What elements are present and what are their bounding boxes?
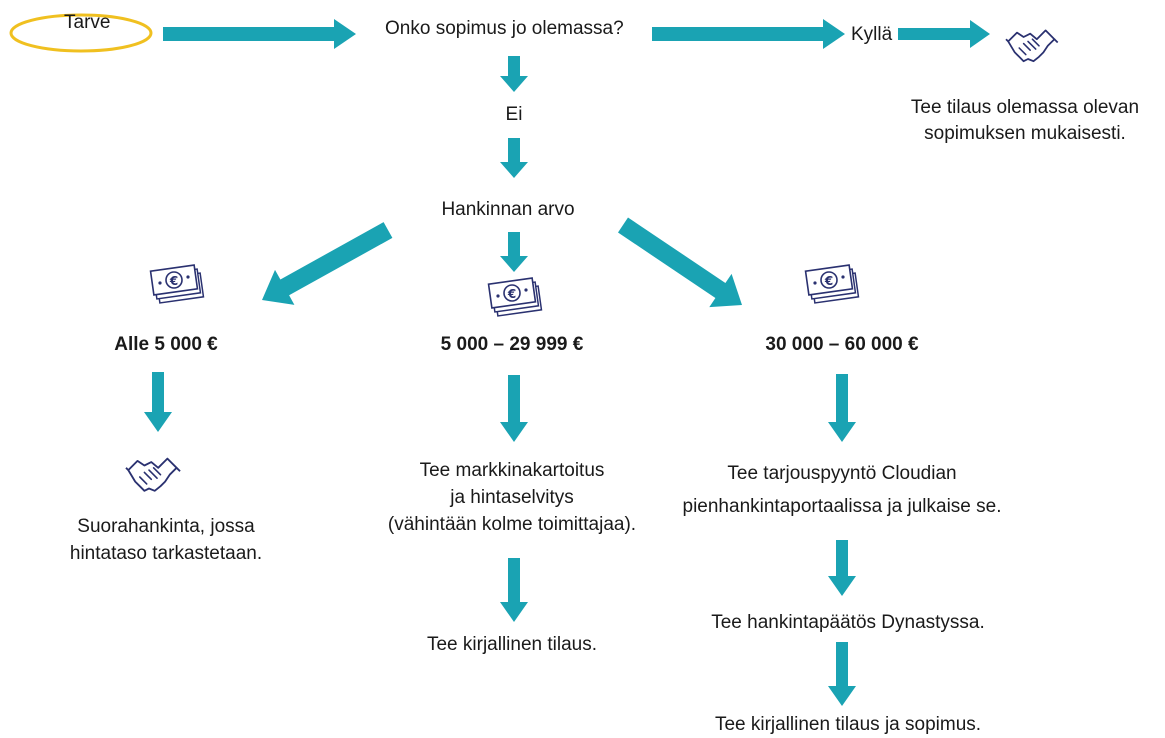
start-ellipse bbox=[9, 13, 153, 53]
tier-3-action-line-1: Tee tarjouspyyntö Cloudian bbox=[727, 463, 957, 484]
arrow-value-to-tier-3 bbox=[618, 217, 742, 308]
tier-2-action-line-1: Tee markkinakartoitus bbox=[419, 460, 605, 481]
tier-1-action-line-1: Suorahankinta, jossa bbox=[77, 516, 255, 537]
handshake-icon bbox=[125, 457, 181, 492]
euro-banknotes-icon bbox=[149, 264, 205, 304]
value-label: Hankinnan arvo bbox=[441, 199, 575, 220]
handshake-icon bbox=[1005, 29, 1059, 63]
arrow-question-to-no bbox=[500, 56, 528, 92]
tier-1-action-line-2: hintataso tarkastetaan. bbox=[69, 543, 263, 564]
no-label: Ei bbox=[505, 104, 523, 125]
arrow-tier-2-to-final bbox=[500, 558, 528, 622]
arrow-value-to-tier-2 bbox=[500, 232, 528, 272]
yes-action-line-2: sopimuksen mukaisesti. bbox=[924, 123, 1126, 144]
tier-2-action-line-3: (vähintään kolme toimittajaa). bbox=[387, 514, 637, 535]
arrow-value-to-tier-1 bbox=[262, 222, 393, 305]
tier-1-amount: Alle 5 000 € bbox=[114, 334, 218, 355]
tier-3-step-3: Tee kirjallinen tilaus ja sopimus. bbox=[714, 714, 982, 735]
tier-3-amount: 30 000 – 60 000 € bbox=[765, 334, 919, 355]
arrow-start-to-question bbox=[163, 19, 356, 49]
tier-2-final: Tee kirjallinen tilaus. bbox=[426, 634, 598, 655]
euro-banknotes-icon bbox=[804, 264, 860, 304]
start-label: Tarve bbox=[64, 12, 111, 33]
tier-3-action-line-2: pienhankintaportaalissa ja julkaise se. bbox=[682, 496, 1002, 517]
tier-2-amount: 5 000 – 29 999 € bbox=[440, 334, 584, 355]
yes-label: Kyllä bbox=[851, 24, 893, 45]
arrow-tier-3-to-step-2 bbox=[828, 540, 856, 596]
arrow-tier-1-down bbox=[144, 372, 172, 432]
arrow-no-to-value bbox=[500, 138, 528, 178]
tier-3-step-2: Tee hankintapäätös Dynastyssa. bbox=[711, 612, 985, 633]
arrow-tier-2-down bbox=[500, 375, 528, 442]
yes-action-line-1: Tee tilaus olemassa olevan bbox=[910, 97, 1140, 118]
arrow-tier-3-to-step-3 bbox=[828, 642, 856, 706]
euro-banknotes-icon bbox=[487, 277, 543, 317]
arrow-yes-to-handshake bbox=[898, 20, 990, 48]
arrow-tier-3-down bbox=[828, 374, 856, 442]
arrow-question-to-yes bbox=[652, 19, 845, 49]
tier-2-action-line-2: ja hintaselvitys bbox=[450, 487, 574, 508]
question-label: Onko sopimus jo olemassa? bbox=[385, 18, 624, 39]
